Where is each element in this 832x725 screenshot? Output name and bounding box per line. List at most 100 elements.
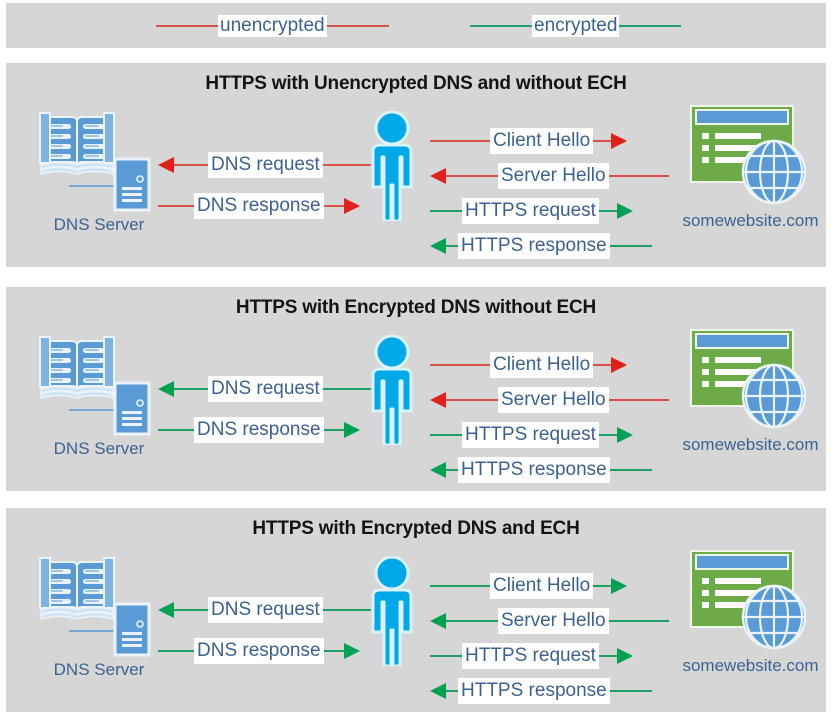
panel-2-web-msg-3-arrowhead bbox=[616, 427, 633, 443]
panel-1-web-msg-3-label: HTTPS request bbox=[462, 198, 599, 224]
panel-3-web-msg-2-arrowhead bbox=[430, 613, 446, 629]
address-book-icon bbox=[39, 336, 115, 399]
panel-3-web-msg-1-arrowhead bbox=[611, 578, 628, 594]
panel-3-dns-server-label: DNS Server bbox=[53, 660, 145, 679]
legend-item-unencrypted: unencrypted bbox=[156, 15, 389, 37]
panel-3-title: HTTPS with Encrypted DNS and ECH bbox=[252, 518, 580, 539]
globe-icon bbox=[741, 584, 807, 650]
panel-3-web-msg-4-line-left bbox=[446, 690, 458, 692]
panel-3-web-msg-4-line-right bbox=[609, 690, 652, 692]
address-book-icon bbox=[39, 557, 115, 620]
panel-1-user-node bbox=[361, 110, 423, 223]
panel-3-web-msg-3-line-right bbox=[598, 655, 617, 657]
panel-3-dns-msg-1-line-right bbox=[322, 609, 371, 611]
panel-2-web-msg-2-line-left bbox=[446, 399, 498, 401]
panel-1-web-msg-3: HTTPS request bbox=[430, 198, 633, 224]
panel-3-web-msg-1: Client Hello bbox=[430, 573, 628, 599]
panel-3-web-msg-3-label: HTTPS request bbox=[462, 643, 599, 669]
panel-1-dns-server-label: DNS Server bbox=[53, 215, 145, 234]
panel-1-web-msg-1-label: Client Hello bbox=[490, 128, 594, 154]
panel-1-web-msg-1-arrowhead bbox=[611, 133, 628, 149]
panel-2-web-msg-3-line-right bbox=[598, 434, 617, 436]
panel-3-web-msg-1-line-left bbox=[430, 585, 490, 587]
panel-3-web-msg-3-arrowhead bbox=[616, 648, 633, 664]
panel-3-web-msg-4-arrowhead bbox=[430, 683, 446, 699]
panel-1-dns-msg-1: DNS request bbox=[158, 152, 371, 178]
address-book-icon-wrap bbox=[38, 109, 116, 181]
server-rack-icon-wrap bbox=[113, 157, 151, 212]
panel-3-dns-msg-2-line-left bbox=[158, 650, 194, 652]
panel-3-user-node bbox=[361, 555, 423, 668]
panel-1-dns-msg-1-line-right bbox=[322, 164, 371, 166]
panel-1-web-msg-3-line-left bbox=[430, 210, 462, 212]
panel-3-web-msg-4-label: HTTPS response bbox=[458, 678, 610, 704]
panel-2-web-msg-4-label: HTTPS response bbox=[458, 457, 610, 483]
panel-3-web-msg-3-line-left bbox=[430, 655, 462, 657]
panel-1-web-msg-4-line-left bbox=[446, 245, 458, 247]
panel-1-web-msg-4-label: HTTPS response bbox=[458, 233, 610, 259]
panel-1-dns-msg-2-arrowhead bbox=[343, 198, 360, 214]
panel-1-web-msg-4-arrowhead bbox=[430, 238, 446, 254]
panel-2-web-msg-4-arrowhead bbox=[430, 462, 446, 478]
panel-1-dns-msg-2-line-left bbox=[158, 205, 194, 207]
panel-1-web-msg-2-arrowhead bbox=[430, 168, 446, 184]
panel-1-web-msg-1-line-right bbox=[593, 140, 612, 142]
panel-2-dns-msg-1-line-left bbox=[174, 388, 208, 390]
panel-2-website-label: somewebsite.com bbox=[682, 435, 819, 454]
legend-line-encrypted-2 bbox=[619, 25, 682, 27]
panel-3-web-msg-2-line-left bbox=[446, 620, 498, 622]
legend-panel: unencrypted encrypted bbox=[6, 3, 826, 48]
panel-1-website-node: somewebsite.com bbox=[678, 103, 823, 253]
panel-1-web-msg-2-label: Server Hello bbox=[498, 163, 609, 189]
panel-1: HTTPS with Unencrypted DNS and without E… bbox=[6, 63, 826, 267]
legend-item-encrypted: encrypted bbox=[470, 15, 682, 37]
legend-line-unencrypted bbox=[156, 25, 218, 27]
panel-3-web-msg-4: HTTPS response bbox=[430, 678, 652, 704]
panel-3-web-msg-2: Server Hello bbox=[430, 608, 669, 634]
panel-1-web-msg-2: Server Hello bbox=[430, 163, 669, 189]
panel-3-web-msg-2-label: Server Hello bbox=[498, 608, 609, 634]
panel-1-web-msg-2-line-left bbox=[446, 175, 498, 177]
panel-3-website-label: somewebsite.com bbox=[682, 656, 819, 675]
server-rack-icon-wrap bbox=[113, 602, 151, 657]
panel-2-dns-msg-2-line-left bbox=[158, 429, 194, 431]
panel-2-dns-server-label: DNS Server bbox=[53, 439, 145, 458]
panel-3-dns-msg-2-line-right bbox=[323, 650, 344, 652]
panel-2-web-msg-2-label: Server Hello bbox=[498, 387, 609, 413]
legend-label-unencrypted: unencrypted bbox=[218, 15, 327, 37]
panel-2-dns-msg-1-arrowhead bbox=[158, 381, 174, 397]
globe-icon-wrap bbox=[741, 363, 807, 429]
panel-1-web-msg-3-line-right bbox=[598, 210, 617, 212]
panel-1-dns-msg-1-label: DNS request bbox=[208, 152, 323, 178]
server-rack-icon bbox=[113, 602, 151, 657]
panel-1-dns-msg-2-label: DNS response bbox=[194, 193, 324, 219]
globe-icon bbox=[741, 363, 807, 429]
panel-2-web-msg-2-arrowhead bbox=[430, 392, 446, 408]
panel-1-web-msg-1-line-left bbox=[430, 140, 490, 142]
server-rack-icon bbox=[113, 157, 151, 212]
panel-3: HTTPS with Encrypted DNS and ECH bbox=[6, 508, 826, 712]
dns-connector-line bbox=[69, 630, 115, 632]
panel-2-dns-msg-2-arrowhead bbox=[343, 422, 360, 438]
panel-2-web-msg-4-line-left bbox=[446, 469, 458, 471]
panel-3-dns-msg-2-label: DNS response bbox=[194, 638, 324, 664]
panel-3-dns-msg-2-arrowhead bbox=[343, 643, 360, 659]
panel-3-web-msg-1-label: Client Hello bbox=[490, 573, 594, 599]
panel-1-dns-msg-2: DNS response bbox=[158, 193, 360, 219]
panel-2-web-msg-2-line-right bbox=[608, 399, 669, 401]
panel-3-dns-msg-1-arrowhead bbox=[158, 602, 174, 618]
panel-2-web-msg-2: Server Hello bbox=[430, 387, 669, 413]
panel-3-dns-msg-2: DNS response bbox=[158, 638, 360, 664]
panel-2-web-msg-4: HTTPS response bbox=[430, 457, 652, 483]
panel-3-web-msg-3: HTTPS request bbox=[430, 643, 633, 669]
dns-connector-line bbox=[69, 185, 115, 187]
panel-1-dns-msg-1-line-left bbox=[174, 164, 208, 166]
panel-3-web-msg-2-line-right bbox=[608, 620, 669, 622]
legend-label-encrypted: encrypted bbox=[532, 15, 620, 37]
panel-2-website-node: somewebsite.com bbox=[678, 327, 823, 477]
panel-3-dns-msg-1-label: DNS request bbox=[208, 597, 323, 623]
panel-1-web-msg-4-line-right bbox=[609, 245, 652, 247]
panel-2-dns-msg-1-line-right bbox=[322, 388, 371, 390]
panel-2-dns-msg-1: DNS request bbox=[158, 376, 371, 402]
